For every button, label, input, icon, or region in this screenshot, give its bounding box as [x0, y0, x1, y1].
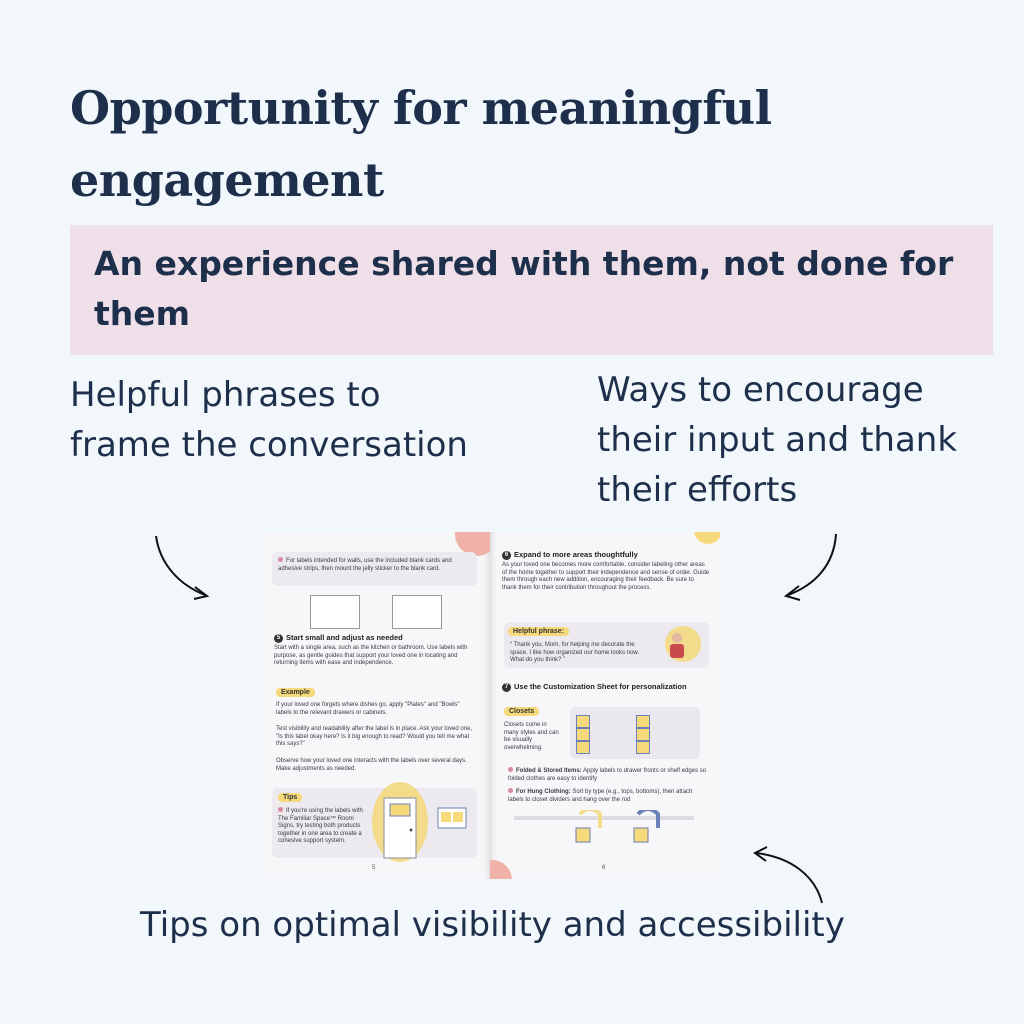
hung-text: For Hung Clothing: Sort by type (e.g., t…: [508, 788, 693, 803]
arrow-right-icon: [783, 533, 837, 601]
tips-label: Tips: [278, 793, 303, 802]
subtitle-banner: An experience shared with them, not done…: [70, 225, 993, 355]
callout-visibility-tips: Tips on optimal visibility and accessibi…: [140, 905, 845, 945]
drawer-label-icon: [636, 741, 650, 754]
banner-text: An experience shared with them, not done…: [94, 244, 954, 333]
corner-sun-icon: [694, 532, 720, 544]
page-number-right: 6: [602, 865, 606, 871]
drawer-label-icon: [636, 728, 650, 741]
tips-body: If you're using the labels with The Fami…: [278, 807, 363, 844]
callout-encourage-input: Ways to encourage their input and thank …: [597, 370, 958, 510]
drawer-label-icon: [576, 715, 590, 728]
test-body: Test visibility and readability after th…: [276, 726, 473, 747]
page-number-left: 5: [372, 865, 376, 871]
drawer-label-icon: [576, 728, 590, 741]
intro-box: [272, 552, 477, 586]
folded-text: Folded & Stored Items: Apply labels to d…: [508, 767, 707, 782]
arrow-bottom-icon: [753, 846, 823, 904]
door-illustration-icon: [372, 782, 467, 862]
closet-illustration: [570, 707, 700, 759]
corner-pink-icon: [490, 860, 512, 879]
phrase-label: Helpful phrase:: [508, 627, 569, 636]
booklet-page-left: For labels intended for walls, use the i…: [262, 532, 490, 879]
example-label: Example: [276, 688, 315, 697]
callout-helpful-phrases: Helpful phrases to frame the conversatio…: [70, 375, 468, 465]
drawer-label-icon: [636, 715, 650, 728]
observe-body: Observe how your loved one interacts wit…: [276, 758, 467, 772]
closets-body: Closets come in many styles and can be v…: [504, 722, 559, 751]
closet-rod-illustration-icon: [514, 810, 694, 843]
corner-decoration-icon: [455, 532, 490, 556]
page-title: Opportunity for meaningful engagement: [70, 81, 772, 207]
booklet-image: For labels intended for walls, use the i…: [262, 532, 720, 879]
step6-body: As your loved one becomes more comfortab…: [502, 562, 710, 591]
example-body: If your loved one forgets where dishes g…: [276, 702, 460, 716]
intro-text: For labels intended for walls, use the i…: [278, 557, 452, 572]
person-illustration-icon: [665, 626, 701, 662]
jelly-sticker-image: [392, 595, 442, 629]
blank-card-image: [310, 595, 360, 629]
step5-body: Start with a single area, such as the ki…: [274, 645, 468, 666]
drawer-label-icon: [576, 741, 590, 754]
closets-label: Closets: [504, 707, 540, 716]
phrase-body: “ Thank you, Mom, for helping me decorat…: [510, 642, 640, 663]
arrow-left-icon: [155, 535, 210, 600]
